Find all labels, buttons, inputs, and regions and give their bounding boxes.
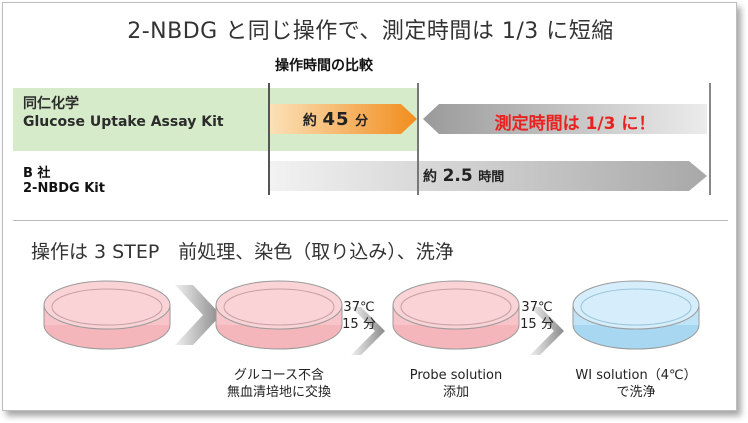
timeline-45min-line bbox=[417, 83, 419, 195]
step-chevron-2 bbox=[351, 307, 385, 355]
dojindo-time-arrow bbox=[270, 104, 417, 134]
step-chevron-3 bbox=[530, 307, 564, 355]
petri-dish-4 bbox=[572, 280, 700, 350]
dojindo-kit-name: Glucose Uptake Assay Kit bbox=[23, 114, 224, 130]
protocol-steps-diagram bbox=[43, 280, 700, 355]
petri-dish-2 bbox=[215, 280, 343, 350]
page-title: 2-NBDG と同じ操作で、測定時間は 1/3 に短縮 bbox=[127, 19, 614, 44]
step-chevron-1 bbox=[175, 285, 221, 345]
time-comparison-arrows bbox=[270, 104, 707, 191]
reduction-arrow bbox=[423, 104, 707, 134]
reduction-callout: 測定時間は 1/3 に！ bbox=[494, 114, 656, 134]
incubation-condition-2: 37℃ 15 分 bbox=[520, 300, 554, 332]
dojindo-time-label: 約 45 分 bbox=[302, 109, 369, 130]
competitor-time-arrow bbox=[270, 161, 707, 191]
timeline-end-line bbox=[709, 83, 711, 195]
competitor-time-label: 約 2.5 時間 bbox=[423, 166, 505, 186]
timeline-start-line bbox=[268, 83, 270, 195]
incubation-condition-1: 37℃ 15 分 bbox=[342, 300, 376, 332]
step-caption-2: Probe solution 添加 bbox=[409, 368, 503, 400]
competitor-company-name: B 社 bbox=[23, 166, 51, 181]
petri-dish-3 bbox=[392, 280, 520, 350]
comparison-heading: 操作時間の比較 bbox=[275, 58, 373, 74]
figure-frame: 2-NBDG と同じ操作で、測定時間は 1/3 に短縮 操作時間の比較 同仁化学… bbox=[2, 2, 737, 411]
step-caption-3: WI solution（4℃） で洗浄 bbox=[575, 368, 697, 400]
dojindo-company-name: 同仁化学 bbox=[23, 96, 79, 112]
steps-title: 操作は 3 STEP 前処理、染色（取り込み）、洗浄 bbox=[31, 241, 454, 263]
step-caption-1: グルコース不含 無血清培地に交換 bbox=[226, 368, 331, 400]
section-divider bbox=[13, 220, 728, 221]
competitor-kit-name: 2-NBDG Kit bbox=[23, 181, 105, 196]
petri-dish-1 bbox=[43, 280, 171, 350]
